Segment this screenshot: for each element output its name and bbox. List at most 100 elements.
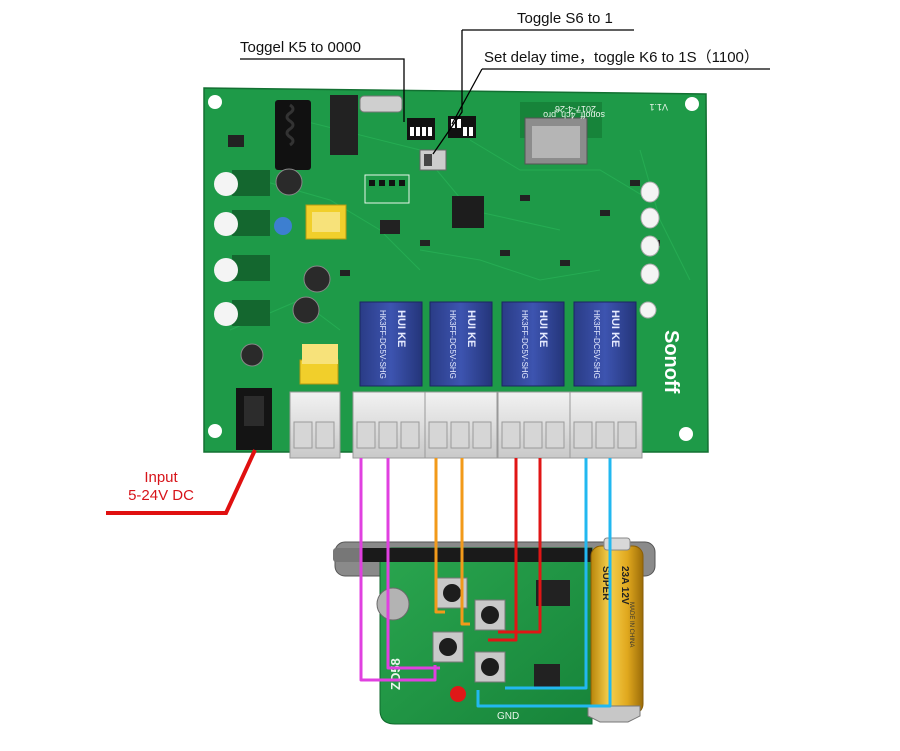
header-pins: [369, 180, 405, 186]
ceramic-capacitor: [274, 217, 292, 235]
terminal-block-3: [424, 391, 498, 459]
battery-spring: [587, 705, 641, 723]
capacitor: [275, 168, 303, 196]
mount-hole: [208, 95, 222, 109]
terminal-slot: [573, 421, 593, 449]
leader-k6: [451, 68, 483, 125]
wire-cyan-2: [476, 458, 612, 708]
terminal-slot: [450, 421, 470, 449]
battery-origin: MADE IN CHINA: [628, 602, 634, 647]
board-model: sonoff_4ch_pro: [543, 110, 605, 120]
rf-receiver: [275, 100, 311, 170]
battery: [590, 545, 644, 715]
crystal: [359, 95, 403, 113]
terminal-slot: [428, 421, 448, 449]
board-version: V1.1: [649, 102, 668, 112]
relay-model: HK3FF-DC5V-SHG: [448, 310, 457, 379]
wire-red-1: [488, 458, 518, 642]
wire-magenta-2: [386, 458, 440, 670]
label-toggle-k5: Toggel K5 to 0000: [240, 39, 361, 56]
relay-2: HUI KE HK3FF-DC5V-SHG: [429, 301, 493, 387]
relay-brand: HUI KE: [537, 310, 549, 347]
leader-k5: [240, 58, 405, 122]
battery-type: 23A 12V: [619, 566, 630, 605]
wire-magenta-1: [359, 458, 437, 682]
rf-coil: [285, 103, 295, 147]
terminal-block-5: [569, 391, 643, 459]
input-wire: [106, 449, 257, 515]
wire-group: [359, 458, 612, 708]
antenna-tip: [333, 548, 363, 562]
terminal-slot: [293, 421, 313, 449]
leader-s6: [432, 30, 463, 155]
relay-brand: HUI KE: [395, 310, 407, 347]
remote-antenna: [362, 548, 592, 562]
terminal-slot: [356, 421, 376, 449]
dip-switch-k5-levers: [410, 127, 432, 136]
terminal-slot: [400, 421, 420, 449]
terminal-block-4: [497, 391, 571, 459]
label-set-delay: Set delay time，toggle K6 to 1S（1100）: [484, 49, 759, 66]
terminal-slot: [472, 421, 492, 449]
relay-1: HUI KE HK3FF-DC5V-SHG: [359, 301, 423, 387]
terminal-group: [289, 391, 643, 459]
terminal-slot: [595, 421, 615, 449]
wire-orange-2: [460, 458, 470, 626]
remote-buttons: [432, 577, 506, 683]
mcu-chip: [452, 196, 484, 228]
rf-remote: ZD58 GND SUPER 23A 12V MADE IN CHINA: [333, 537, 656, 725]
battery-brand: SUPER: [600, 566, 611, 601]
slide-switch-s6-knob: [424, 154, 432, 166]
mount-hole: [208, 424, 222, 438]
terminal-slot: [501, 421, 521, 449]
chip: [330, 95, 358, 155]
relay-model: HK3FF-DC5V-SHG: [378, 310, 387, 379]
wire-red-2: [498, 458, 542, 634]
remote-chip: [534, 664, 560, 688]
mount-hole: [679, 427, 693, 441]
remote-model: ZD58: [388, 658, 403, 690]
header-outline: [364, 174, 410, 204]
board-date: 2017-4-26: [555, 104, 596, 114]
capacitor: [240, 343, 264, 367]
power-module: [302, 344, 338, 364]
remote-pcb: [379, 547, 593, 725]
terminal-slot: [523, 421, 543, 449]
remote-gnd-label: GND: [497, 711, 519, 722]
brand-label: Sonoff: [660, 330, 682, 394]
leader-lines: [240, 29, 770, 155]
relay-brand: HUI KE: [465, 310, 477, 347]
wifi-module-shield: [532, 126, 580, 158]
label-input: Input: [144, 469, 178, 486]
board-leds: [639, 181, 660, 319]
terminal-block-2: [352, 391, 426, 459]
terminal-slot: [315, 421, 335, 449]
relay-brand: HUI KE: [609, 310, 621, 347]
capacitor: [292, 296, 320, 324]
capacitor: [303, 265, 331, 293]
sonoff-board: 2017-4-26 sonoff_4ch_pro V1.1: [203, 87, 709, 459]
board-buttons: [214, 170, 270, 326]
remote-led: [450, 686, 466, 702]
terminal-slot: [378, 421, 398, 449]
label-voltage: 5-24V DC: [128, 487, 194, 504]
wire-cyan-1: [505, 458, 588, 690]
relay-4: HUI KE HK3FF-DC5V-SHG: [573, 301, 637, 387]
transformer-core: [312, 212, 340, 232]
terminal-slot: [617, 421, 637, 449]
wire-orange-1: [434, 458, 445, 614]
relay-group: HUI KE HK3FF-DC5V-SHG HUI KE HK3FF-DC5V-SHG…: [359, 301, 637, 387]
relay-3: HUI KE HK3FF-DC5V-SHG: [501, 301, 565, 387]
terminal-block-1: [289, 391, 341, 459]
relay-model: HK3FF-DC5V-SHG: [520, 310, 529, 379]
remote-chip: [536, 580, 570, 606]
dc-jack-socket: [244, 396, 264, 426]
mount-hole: [685, 97, 699, 111]
label-toggle-s6: Toggle S6 to 1: [517, 10, 613, 27]
terminal-slot: [545, 421, 565, 449]
remote-crystal: [376, 587, 410, 621]
relay-model: HK3FF-DC5V-SHG: [592, 310, 601, 379]
battery-cap: [603, 537, 631, 551]
